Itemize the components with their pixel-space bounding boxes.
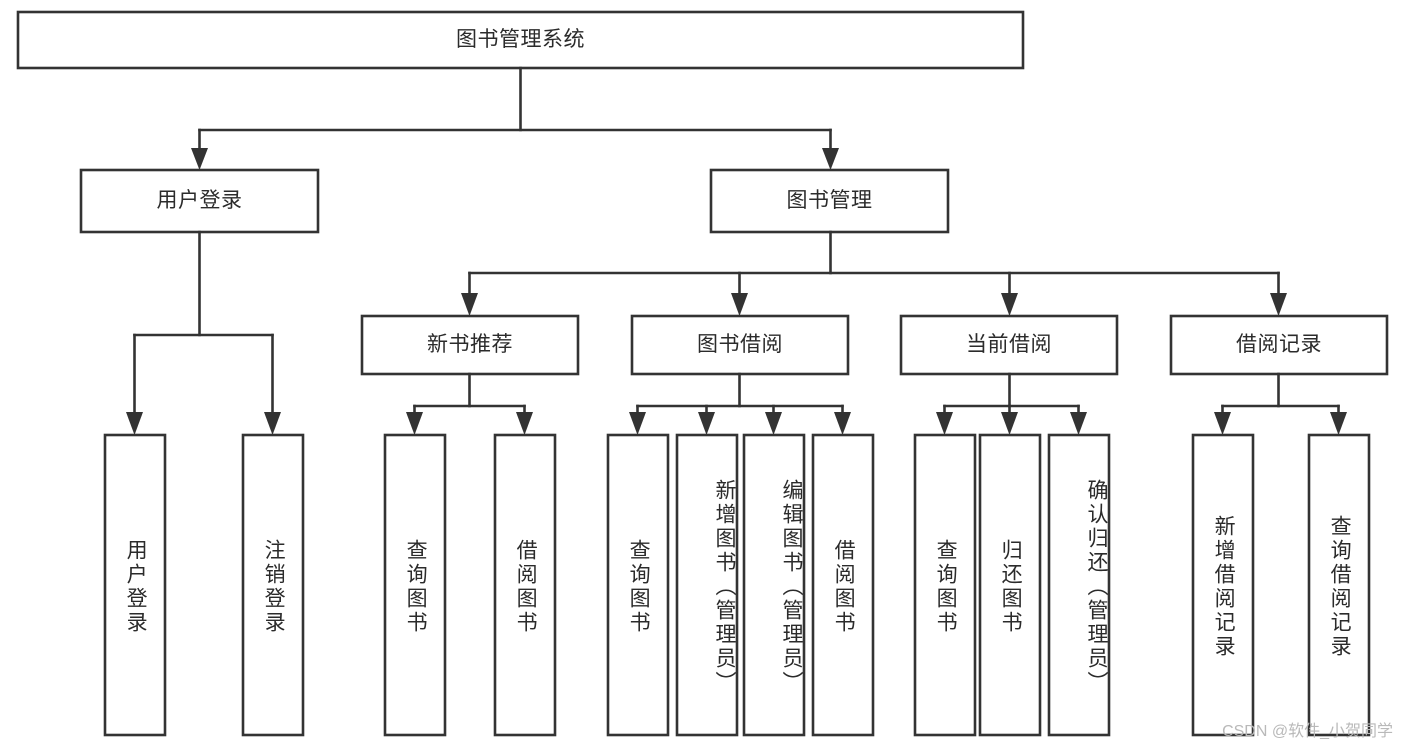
node-new-book-rec-box[interactable] [360,314,580,376]
arrowhead-leaf-user-login [126,412,143,435]
node-leaf-borrow-book-b-box[interactable] [811,433,875,737]
node-leaf-query-book-a-box[interactable] [383,433,447,737]
arrowhead-leaf-borrow-book-b [834,412,851,435]
arrowhead-leaf-add-record [1214,412,1231,435]
arrowhead-book-borrow [731,293,748,316]
node-leaf-return-book-box[interactable] [978,433,1042,737]
node-user-login-box[interactable] [79,168,320,234]
arrowhead-current-borrow [1001,293,1018,316]
arrowhead-leaf-query-book-a [406,412,423,435]
node-leaf-confirm-return-box[interactable] [1047,433,1111,737]
arrowhead-leaf-query-book-c [936,412,953,435]
node-leaf-borrow-book-a-box[interactable] [493,433,557,737]
arrowhead-to-book-manage [822,148,839,170]
arrowhead-borrow-record [1270,293,1287,316]
node-root-box[interactable] [16,10,1025,70]
node-leaf-query-record-box[interactable] [1307,433,1371,737]
node-borrow-record-box[interactable] [1169,314,1389,376]
arrowhead-leaf-query-book-b [629,412,646,435]
arrowhead-new-book-rec [461,293,478,316]
node-leaf-query-book-c-box[interactable] [913,433,977,737]
node-leaf-user-login-box[interactable] [103,433,167,737]
node-leaf-logout-box[interactable] [241,433,305,737]
arrowhead-to-user-login [191,148,208,170]
arrowhead-leaf-logout [264,412,281,435]
node-leaf-add-record-box[interactable] [1191,433,1255,737]
arrowhead-leaf-query-record [1330,412,1347,435]
node-leaf-add-book-box[interactable] [675,433,739,737]
arrowhead-leaf-edit-book [765,412,782,435]
node-book-borrow-box[interactable] [630,314,850,376]
arrowhead-leaf-borrow-book-a [516,412,533,435]
arrowhead-leaf-add-book [698,412,715,435]
node-book-manage-box[interactable] [709,168,950,234]
node-current-borrow-box[interactable] [899,314,1119,376]
arrowhead-leaf-return-book [1001,412,1018,435]
node-leaf-query-book-b-box[interactable] [606,433,670,737]
arrowhead-leaf-confirm-return [1070,412,1087,435]
node-leaf-edit-book-box[interactable] [742,433,806,737]
